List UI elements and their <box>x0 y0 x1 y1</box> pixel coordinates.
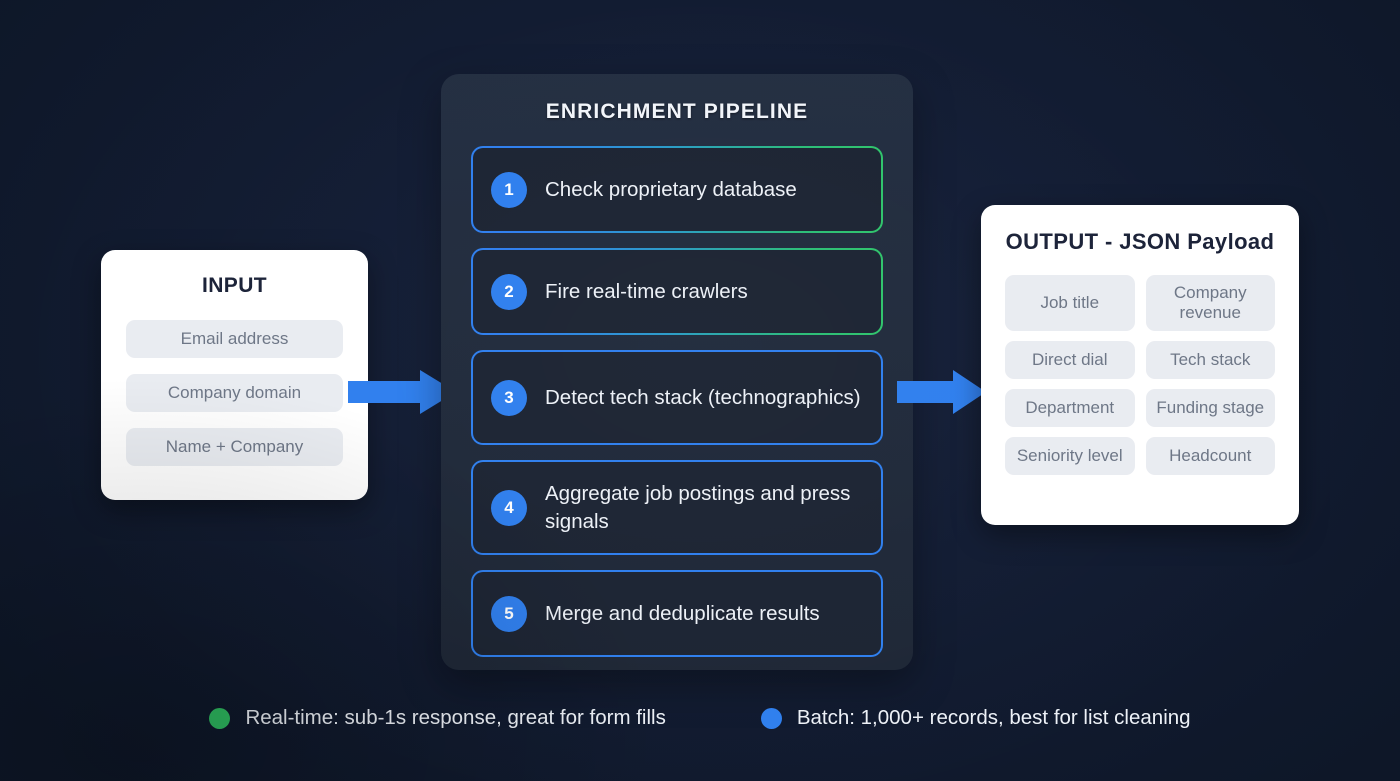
green-dot-icon <box>209 707 231 729</box>
pipeline-step-2[interactable]: 2 Fire real-time crawlers <box>471 248 883 335</box>
step-1-label: Check proprietary database <box>545 177 797 201</box>
step-5-number: 5 <box>491 595 527 632</box>
pipeline-step-3[interactable]: 3 Detect tech stack (technographics) <box>471 350 883 445</box>
output-field-headcount: Headcount <box>1145 437 1275 475</box>
output-field-job-title: Job title <box>1005 275 1135 331</box>
pipeline-title: ENRICHMENT PIPELINE <box>545 100 809 123</box>
arrow-pipeline-to-output <box>897 370 986 414</box>
blue-dot-icon <box>760 707 782 729</box>
input-field-company-domain: Company domain <box>126 374 343 412</box>
output-field-seniority-level: Seniority level <box>1005 437 1135 475</box>
pipeline-step-4[interactable]: 4 Aggregate job postings and press signa… <box>471 460 883 555</box>
legend: Real-time: sub-1s response, great for fo… <box>0 706 1400 730</box>
legend-real-time-label: Real-time: sub-1s response, great for fo… <box>245 706 666 729</box>
step-4-label: Aggregate job postings and press signals <box>545 482 851 533</box>
step-2-label: Fire real-time crawlers <box>545 279 748 303</box>
output-field-funding-stage: Funding stage <box>1145 389 1275 427</box>
input-card-title: INPUT <box>202 274 267 297</box>
output-field-grid: Job title Company revenue Direct dial Te… <box>1005 275 1275 475</box>
step-2-number: 2 <box>491 273 527 310</box>
output-field-direct-dial: Direct dial <box>1005 341 1135 379</box>
input-field-email: Email address <box>126 320 343 358</box>
input-field-name-company: Name + Company <box>126 428 343 466</box>
legend-item-real-time: Real-time: sub-1s response, great for fo… <box>209 706 666 730</box>
step-1-number: 1 <box>491 171 527 208</box>
input-card: INPUT Email address Company domain Name … <box>101 250 368 500</box>
output-field-company-revenue: Company revenue <box>1145 275 1275 331</box>
output-field-department: Department <box>1005 389 1135 427</box>
output-card-title: OUTPUT - JSON Payload <box>1005 229 1275 254</box>
legend-batch-label: Batch: 1,000+ records, best for list cle… <box>796 706 1191 729</box>
pipeline-step-1[interactable]: 1 Check proprietary database <box>471 146 883 233</box>
step-3-label: Detect tech stack (technographics) <box>545 385 861 409</box>
step-4-number: 4 <box>491 489 527 526</box>
output-card: OUTPUT - JSON Payload Job title Company … <box>981 205 1299 525</box>
enrichment-pipeline-panel: ENRICHMENT PIPELINE 1 Check proprietary … <box>441 74 913 670</box>
output-field-tech-stack: Tech stack <box>1145 341 1275 379</box>
input-field-list: Email address Company domain Name + Comp… <box>126 320 343 466</box>
pipeline-step-5[interactable]: 5 Merge and deduplicate results <box>471 570 883 657</box>
step-5-label: Merge and deduplicate results <box>545 601 820 625</box>
legend-item-batch: Batch: 1,000+ records, best for list cle… <box>760 706 1191 730</box>
arrow-input-to-pipeline <box>348 370 456 414</box>
step-3-number: 3 <box>491 379 527 416</box>
